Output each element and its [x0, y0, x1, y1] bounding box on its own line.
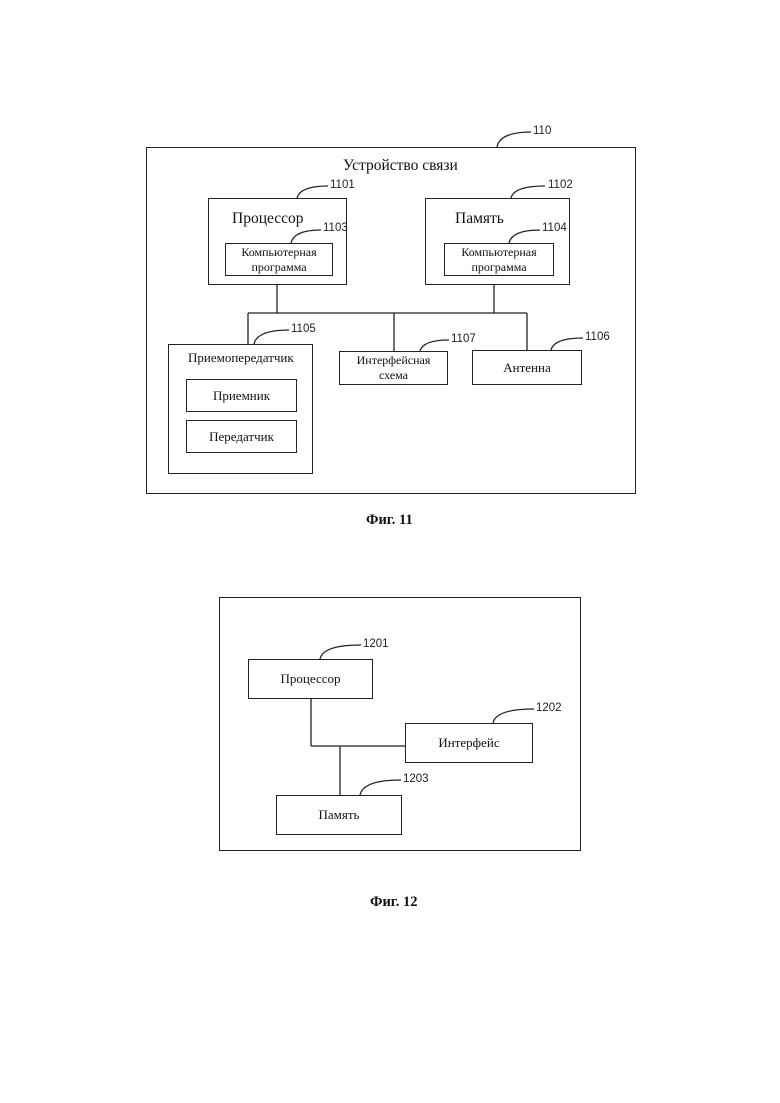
fig11-leader-1101 [297, 186, 328, 198]
fig11-leader-1104 [509, 230, 540, 243]
fig12-leader-1201 [320, 645, 361, 659]
fig11-leader-1105 [254, 330, 289, 344]
fig12-leader-1203 [360, 780, 401, 795]
fig11-leader-110 [497, 132, 531, 147]
fig12-leader-1202 [493, 709, 534, 723]
fig11-leader-1103 [291, 230, 321, 243]
fig11-leader-1107 [420, 340, 449, 351]
fig11-leader-1102 [511, 186, 545, 198]
fig11-leader-1106 [551, 338, 583, 350]
